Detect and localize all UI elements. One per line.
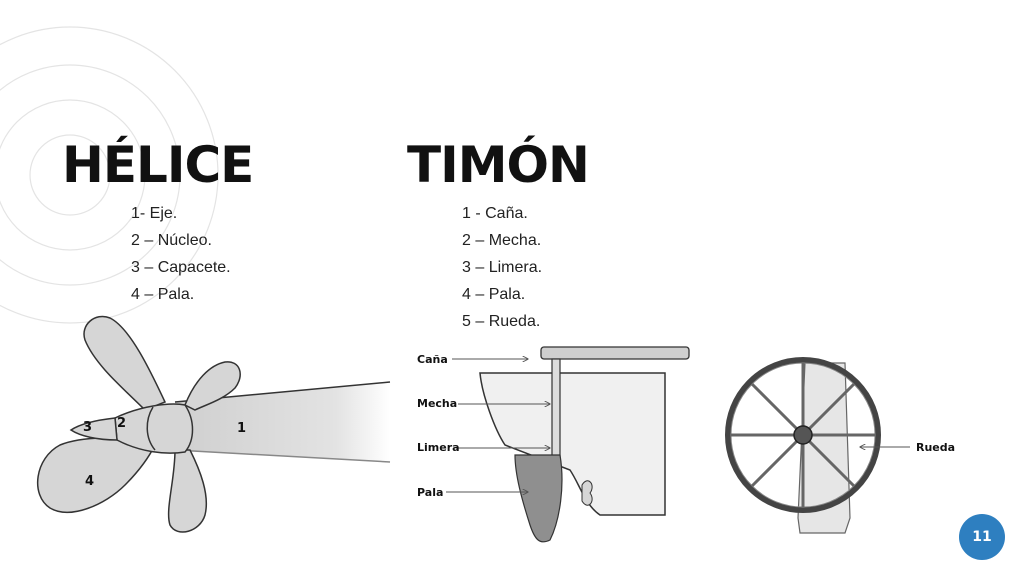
stock-shape — [551, 358, 561, 460]
blade-lower-right — [167, 449, 208, 533]
propeller-illustration: 1 2 3 4 — [36, 315, 391, 533]
tiller-shape — [540, 346, 690, 360]
shaft-shape — [175, 382, 390, 462]
label-pala-timon: Pala — [417, 486, 443, 499]
helice-title: HÉLICE — [62, 136, 254, 194]
blade-upper-right — [184, 361, 241, 411]
label-mecha: Mecha — [417, 397, 457, 410]
label-eje: 1 — [237, 421, 246, 436]
list-item: 1 - Caña. — [462, 205, 528, 222]
helice-parts-list: 1- Eje. 2 – Núcleo. 3 – Capacete. 4 – Pa… — [131, 200, 231, 308]
wheel-hub — [793, 425, 813, 445]
list-item: 1- Eje. — [131, 205, 178, 222]
pedestal-shape — [797, 362, 851, 534]
list-item: 4 – Pala. — [131, 286, 195, 303]
list-item: 2 – Núcleo. — [131, 232, 212, 249]
list-item: 3 – Limera. — [462, 259, 543, 276]
list-item: 4 – Pala. — [462, 286, 526, 303]
steering-wheel-illustration: Rueda — [725, 357, 955, 534]
rudder-illustration: Caña Mecha Limera Pala — [417, 346, 690, 543]
label-cana: Caña — [417, 353, 448, 366]
label-capacete: 3 — [83, 420, 92, 435]
blade-upper-left — [83, 315, 167, 411]
label-rueda: Rueda — [916, 441, 955, 454]
cap-shape — [69, 417, 118, 441]
label-limera: Limera — [417, 441, 460, 454]
hull-shape — [479, 372, 666, 516]
wheel-rim — [725, 357, 881, 513]
rudder-blade-shape — [514, 454, 563, 543]
decorative-rings — [0, 26, 219, 324]
list-item: 2 – Mecha. — [462, 232, 542, 249]
list-item: 3 – Capacete. — [131, 259, 231, 276]
page-number-badge: 11 — [959, 514, 1005, 560]
blade-lower-left — [36, 437, 157, 513]
timon-parts-list: 1 - Caña. 2 – Mecha. 3 – Limera. 4 – Pal… — [462, 200, 542, 335]
small-propeller-shape — [581, 480, 593, 506]
list-item: 5 – Rueda. — [462, 313, 541, 330]
label-nucleo: 2 — [117, 416, 126, 431]
label-pala: 4 — [85, 474, 94, 489]
timon-title: TIMÓN — [407, 136, 590, 194]
hub-shape — [114, 403, 194, 454]
